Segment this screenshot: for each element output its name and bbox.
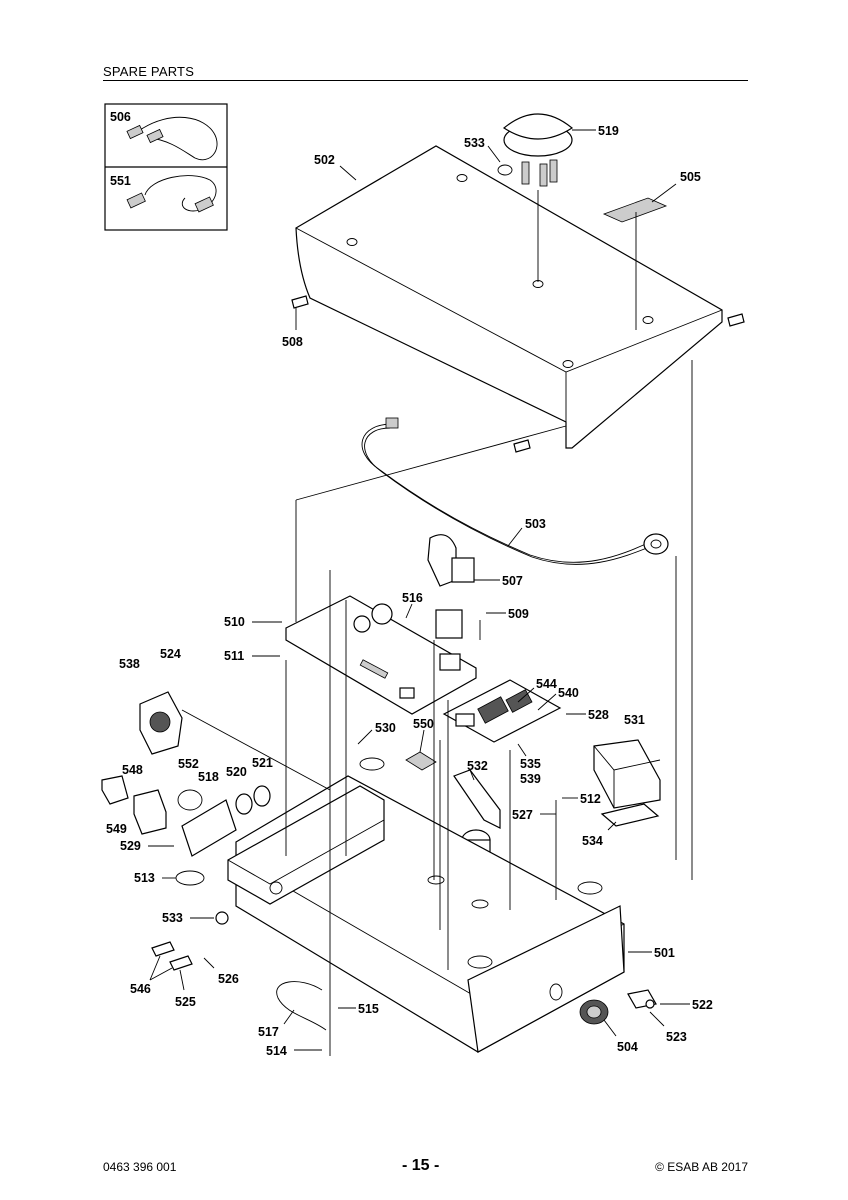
- label-515: 515: [358, 1002, 379, 1016]
- screw-right: [727, 313, 745, 327]
- label-512: 512: [580, 792, 601, 806]
- label-533-bottom: 533: [162, 911, 183, 925]
- cable-551-icon: [126, 175, 217, 213]
- screw-front: [513, 439, 531, 453]
- capacitor-531: [593, 739, 661, 809]
- label-522: 522: [692, 998, 713, 1012]
- connector-549: [101, 775, 129, 805]
- label-503: 503: [525, 517, 546, 531]
- part-labels: 506 551 502 533 519 505 508 503 507 509 …: [106, 110, 713, 1058]
- label-548: 548: [122, 763, 143, 777]
- label-534: 534: [582, 834, 603, 848]
- label-513: 513: [134, 871, 155, 885]
- insulator-534: [600, 803, 660, 827]
- label-540: 540: [558, 686, 579, 700]
- label-520: 520: [226, 765, 247, 779]
- knob-504: [579, 999, 609, 1025]
- page-header-title: SPARE PARTS: [103, 64, 195, 79]
- label-518: 518: [198, 770, 219, 784]
- label-501: 501: [654, 946, 675, 960]
- label-532: 532: [467, 759, 488, 773]
- label-533-top: 533: [464, 136, 485, 150]
- sockets-520-521: [235, 785, 271, 815]
- label-plate-505: [602, 197, 668, 223]
- connector-548: [133, 789, 167, 835]
- label-550: 550: [413, 717, 434, 731]
- label-521: 521: [252, 756, 273, 770]
- bracket-532: [453, 769, 501, 829]
- label-514: 514: [266, 1044, 287, 1058]
- top-cover-502: [295, 145, 723, 449]
- main-pcb-516: [285, 595, 477, 715]
- label-504: 504: [617, 1040, 638, 1054]
- label-502: 502: [314, 153, 335, 167]
- label-530: 530: [375, 721, 396, 735]
- label-517: 517: [258, 1025, 279, 1039]
- cable-506-icon: [126, 116, 218, 161]
- label-552: 552: [178, 757, 199, 771]
- label-508: 508: [282, 335, 303, 349]
- label-539: 539: [520, 772, 541, 786]
- fan-519: [502, 113, 574, 187]
- label-507: 507: [502, 574, 523, 588]
- switch-524: [139, 691, 183, 755]
- label-551: 551: [110, 174, 131, 188]
- label-511: 511: [224, 649, 244, 663]
- label-546: 546: [130, 982, 151, 996]
- panel-plate-518: [181, 799, 237, 857]
- label-549: 549: [106, 822, 127, 836]
- label-538: 538: [119, 657, 140, 671]
- clip-533-top: [497, 164, 513, 176]
- label-528: 528: [588, 708, 609, 722]
- label-535: 535: [520, 757, 541, 771]
- footer-copyright: © ESAB AB 2017: [655, 1160, 748, 1174]
- seal-552: [177, 789, 203, 811]
- terminals-522-523: [627, 989, 657, 1009]
- screw-508: [291, 295, 309, 309]
- label-544: 544: [536, 677, 557, 691]
- label-506: 506: [110, 110, 131, 124]
- assembly-lines: [181, 190, 693, 1056]
- label-516: 516: [402, 591, 423, 605]
- label-531: 531: [624, 713, 645, 727]
- label-509: 509: [508, 607, 529, 621]
- wire-517: [276, 981, 327, 1031]
- label-529: 529: [120, 839, 141, 853]
- relay-507: [427, 534, 475, 639]
- header-rule: [103, 80, 748, 81]
- label-523: 523: [666, 1030, 687, 1044]
- label-524: 524: [160, 647, 181, 661]
- footer-page-number: - 15 -: [402, 1157, 440, 1174]
- connectors-546-525-526: [151, 911, 229, 971]
- label-510: 510: [224, 615, 245, 629]
- label-519: 519: [598, 124, 619, 138]
- label-527: 527: [512, 808, 533, 822]
- label-525: 525: [175, 995, 196, 1009]
- pad-550: [405, 751, 437, 771]
- label-526: 526: [218, 972, 239, 986]
- footer-doc-number: 0463 396 001: [103, 1160, 177, 1174]
- label-505: 505: [680, 170, 701, 184]
- cable-inset-box: [104, 103, 228, 231]
- cable-503: [361, 417, 669, 565]
